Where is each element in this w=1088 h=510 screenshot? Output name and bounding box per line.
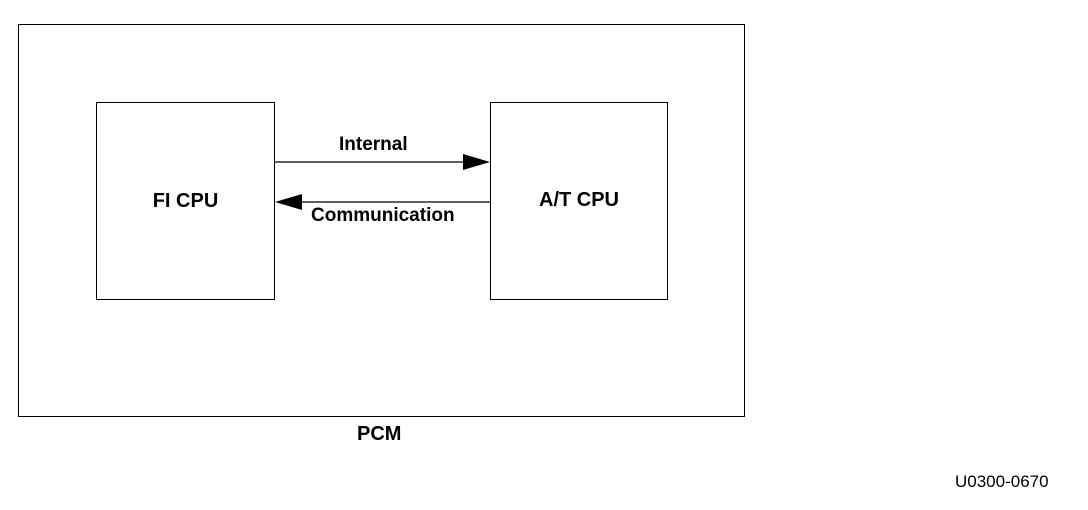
fi-cpu-box: FI CPU [96,102,275,300]
edge-label-internal: Internal [339,134,408,155]
figure-id-label: U0300-0670 [955,472,1049,491]
fi-cpu-label: FI CPU [152,189,219,212]
at-cpu-label: A/T CPU [539,188,619,211]
pcm-container [18,24,745,417]
pcm-label: PCM [357,423,402,445]
at-cpu-box: A/T CPU [490,102,668,300]
edge-label-communication: Communication [311,205,455,226]
